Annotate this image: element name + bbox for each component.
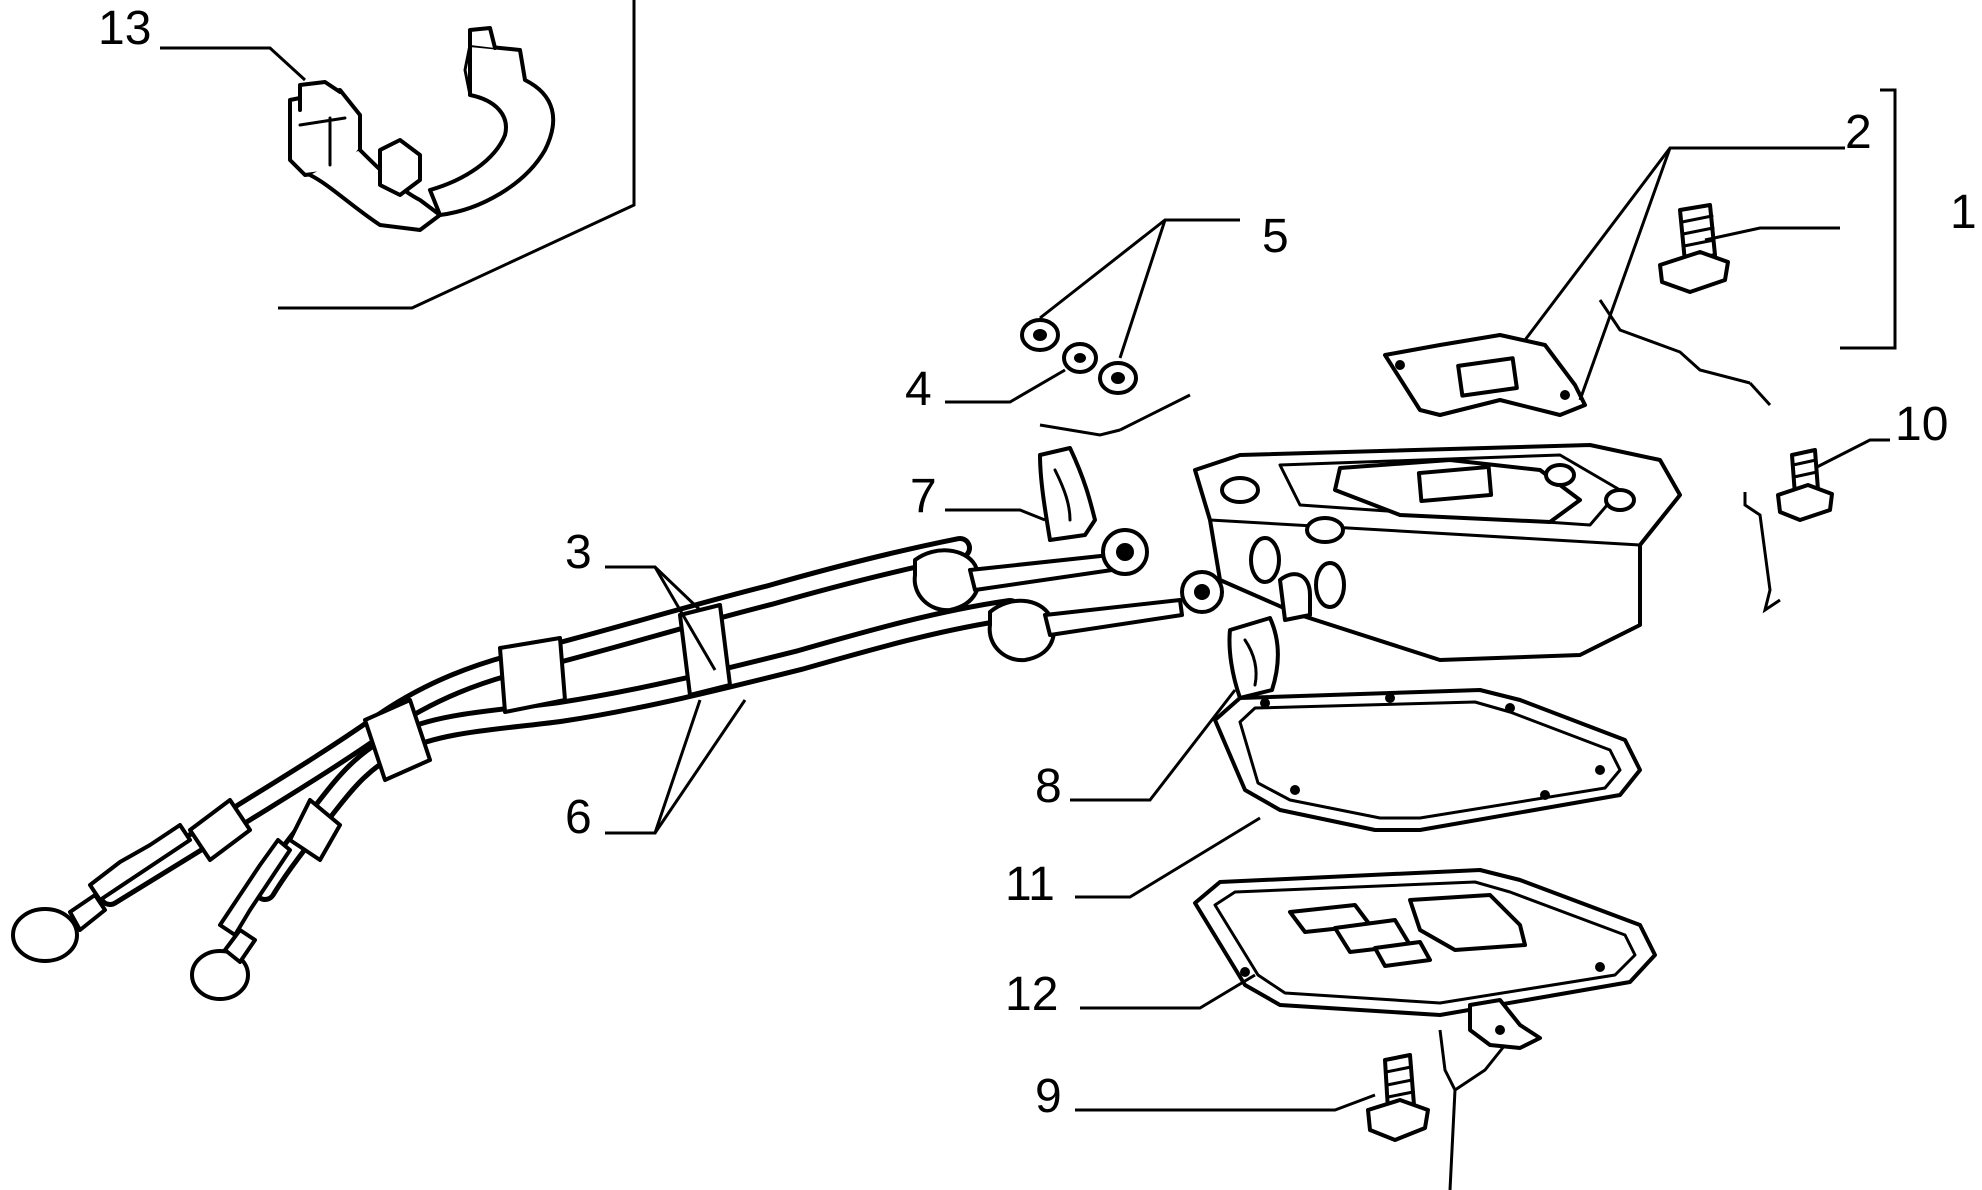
callout-labels: 13 2 1 5 4 10 7 3 6 8 11 12 9 bbox=[98, 2, 1977, 1123]
part-8-retaining-clip bbox=[1227, 616, 1280, 700]
callout-2: 2 bbox=[1845, 106, 1872, 159]
part-9-bolt bbox=[1366, 1053, 1430, 1142]
callout-6: 6 bbox=[565, 791, 592, 844]
part-13-cable-clamp bbox=[288, 26, 556, 232]
cable-end-right-upper bbox=[912, 528, 1149, 613]
callout-11: 11 bbox=[1005, 858, 1055, 911]
inset-frame bbox=[278, 0, 636, 310]
part-11-gasket bbox=[1213, 688, 1642, 832]
callout-3: 3 bbox=[565, 526, 592, 579]
cable-end-left-lower bbox=[190, 798, 342, 1001]
callout-4: 4 bbox=[905, 363, 932, 416]
callout-8: 8 bbox=[1035, 760, 1062, 813]
callout-12: 12 bbox=[1005, 968, 1058, 1021]
part-2-top-plate bbox=[1383, 333, 1587, 417]
callout-10: 10 bbox=[1895, 398, 1948, 451]
cable-end-right-lower bbox=[987, 570, 1224, 663]
callout-13: 13 bbox=[98, 2, 151, 55]
part-12-bottom-cover bbox=[1193, 868, 1657, 1050]
callout-9: 9 bbox=[1035, 1070, 1062, 1123]
part-4-nut bbox=[1062, 342, 1098, 374]
callout-7: 7 bbox=[910, 470, 937, 523]
leader-lines bbox=[160, 46, 1890, 1112]
part-10-bolt bbox=[1776, 448, 1834, 522]
assembly-brackets bbox=[1039, 88, 1897, 1190]
cable-end-left-upper bbox=[11, 798, 252, 963]
shift-housing bbox=[1193, 443, 1682, 662]
part-1-bolt bbox=[1658, 203, 1730, 294]
callout-1: 1 bbox=[1950, 186, 1977, 239]
cable-sleeves bbox=[363, 603, 732, 782]
part-5-washers bbox=[1020, 318, 1138, 395]
callout-5: 5 bbox=[1262, 210, 1289, 263]
part-7-retaining-clip bbox=[1038, 446, 1097, 542]
